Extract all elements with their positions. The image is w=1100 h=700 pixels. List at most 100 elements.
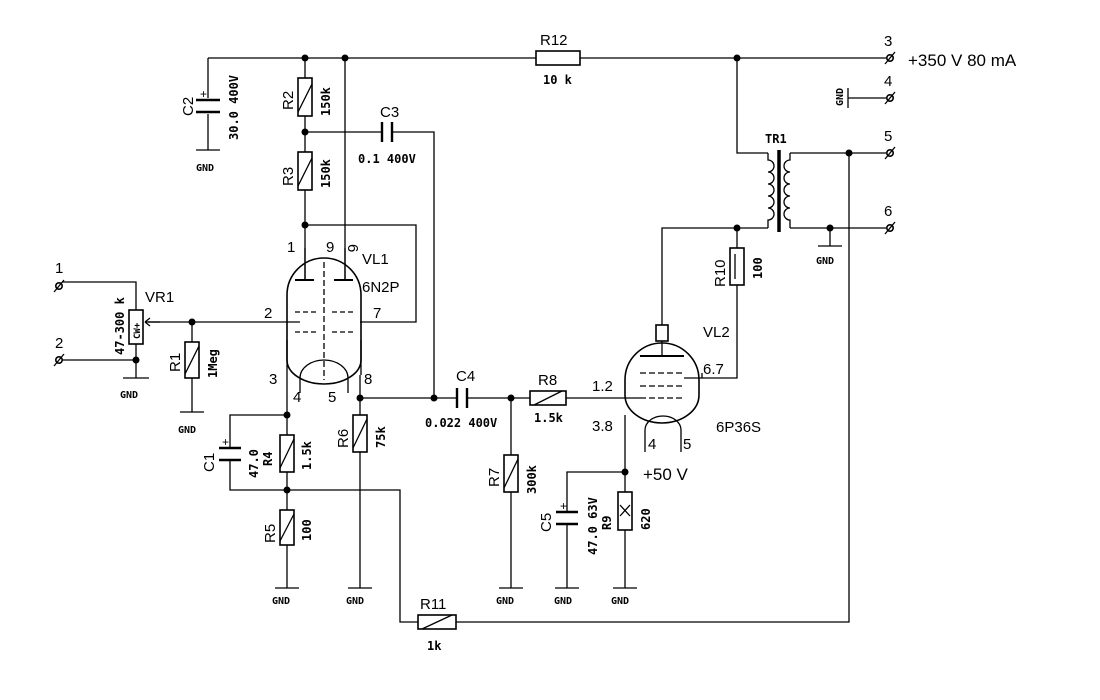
resistor-r10 <box>729 247 745 286</box>
capacitor-c1: + <box>219 435 241 462</box>
vl2-pin-3-8: 3.8 <box>592 418 613 435</box>
tube-vl2: 1.2 6.7 3.8 4 5 VL2 6P36S +50 V <box>592 324 761 484</box>
junctions <box>132 54 853 494</box>
gnd-label-terminal-4: GND <box>835 88 846 106</box>
vl1-pin-4: 4 <box>293 389 301 406</box>
vl2-pin-1-2: 1.2 <box>592 378 613 395</box>
resistors: R12 10 k R2 150k R3 150k CW+ VR1 47-300 … <box>113 32 765 653</box>
gnd-label-vr1: GND <box>120 390 138 401</box>
terminal-5-label: 5 <box>884 128 892 145</box>
r1-ref: R1 <box>167 353 184 372</box>
gnd-label-r1: GND <box>178 425 196 436</box>
c5-ref: C5 <box>538 513 555 532</box>
vl1-pin-3: 3 <box>269 371 277 388</box>
terminal-6-label: 6 <box>884 203 892 220</box>
gnd-label-c2: GND <box>196 163 214 174</box>
potentiometer-vr1 <box>128 309 144 345</box>
r11-ref: R11 <box>420 596 446 613</box>
r11-value: 1k <box>427 639 442 653</box>
r2-value: 150k <box>319 86 333 116</box>
svg-text:+: + <box>560 499 567 513</box>
terminal-3-label: 3 <box>884 33 892 50</box>
gnd-label-r5: GND <box>272 596 290 607</box>
transformer-tr1: TR1 <box>765 132 791 232</box>
vr1-ref: VR1 <box>145 289 174 306</box>
r10-ref: R10 <box>712 259 729 287</box>
c5-value: 47.0 63V <box>586 497 600 555</box>
vl2-pin-4: 4 <box>648 436 656 453</box>
gnd-label-r7: GND <box>496 596 514 607</box>
vr1-mark: CW+ <box>133 322 143 339</box>
terminal-3-symbol <box>884 51 896 65</box>
gnd-label-r9: GND <box>611 596 629 607</box>
r10-value: 100 <box>751 257 765 279</box>
supply-voltage-label: +350 V 80 mA <box>908 51 1017 70</box>
capacitor-c3 <box>380 122 394 142</box>
r7-value: 300k <box>525 464 539 494</box>
c3-value: 0.1 400V <box>358 152 416 166</box>
vl2-type: 6P36S <box>716 419 761 436</box>
capacitor-c2: + <box>196 87 220 114</box>
capacitor-c5: + <box>556 499 578 526</box>
vl2-pin-5: 5 <box>683 436 691 453</box>
gnd-label-c5: GND <box>554 596 572 607</box>
capacitors: + C2 30.0 400V C3 0.1 400V + C1 47.0 C4 … <box>180 75 600 555</box>
r8-value: 1.5k <box>534 411 564 425</box>
gnd-label-tr1: GND <box>816 256 834 267</box>
r12-ref: R12 <box>540 32 568 49</box>
c1-value: 47.0 <box>247 449 261 478</box>
r3-value: 150k <box>319 158 333 188</box>
r3-ref: R3 <box>280 167 297 186</box>
c4-value: 0.022 400V <box>425 416 497 430</box>
vl1-type: 6N2P <box>362 279 400 296</box>
cathode-voltage-label: +50 V <box>643 465 689 484</box>
vl2-ref: VL2 <box>703 324 730 341</box>
r2-ref: R2 <box>280 91 297 110</box>
r4-value: 1.5k <box>300 440 314 470</box>
c4-ref: C4 <box>456 368 475 385</box>
terminals: 1 2 3 4 5 6 +350 V 80 mA <box>53 33 1017 367</box>
terminal-6-symbol <box>884 221 896 235</box>
c2-ref: C2 <box>180 97 197 116</box>
terminal-1-label: 1 <box>55 260 63 277</box>
resistor-r12 <box>535 50 581 66</box>
gnd-label-r6: GND <box>346 596 364 607</box>
r6-ref: R6 <box>335 429 352 448</box>
vl1-pin-5: 5 <box>328 389 336 406</box>
svg-text:+: + <box>222 435 229 449</box>
wires <box>62 57 886 623</box>
c2-value: 30.0 400V <box>227 75 241 140</box>
terminal-5-symbol <box>884 146 896 160</box>
vl1-pin-9: 9 <box>326 239 334 256</box>
terminal-1-symbol <box>53 279 65 293</box>
tr1-ref: TR1 <box>765 132 787 146</box>
r9-ref: R9 <box>600 516 614 530</box>
vl1-pin-8: 8 <box>364 371 372 388</box>
vl1-ref: VL1 <box>362 251 389 268</box>
c1-ref: C1 <box>201 453 218 472</box>
svg-text:+: + <box>200 87 207 101</box>
vl1-pin-1: 1 <box>287 239 295 256</box>
ground-symbols: GND GND GND GND GND GND GND GND GND GND <box>120 88 849 607</box>
terminal-4-label: 4 <box>884 73 892 90</box>
terminal-2-symbol <box>53 353 65 367</box>
c3-ref: C3 <box>380 104 399 121</box>
r6-value: 75k <box>374 426 388 448</box>
r7-ref: R7 <box>486 468 503 487</box>
tube-vl1: 1 9 6 2 7 3 4 5 8 VL1 6N2P <box>264 239 400 406</box>
r1-value: 1Meg <box>206 349 220 378</box>
capacitor-c4 <box>455 388 469 408</box>
terminal-2-label: 2 <box>55 335 63 352</box>
r8-ref: R8 <box>538 372 557 389</box>
r5-ref: R5 <box>262 524 279 543</box>
vl1-pin-7: 7 <box>373 305 381 322</box>
vl1-pin-2: 2 <box>264 305 272 322</box>
vl2-pin-6-7: 6.7 <box>703 361 724 378</box>
terminal-4-symbol <box>884 91 896 105</box>
r4-ref: R4 <box>261 452 275 466</box>
r5-value: 100 <box>300 519 314 541</box>
r9-value: 620 <box>639 508 653 530</box>
r12-value: 10 k <box>543 73 573 87</box>
vr1-value: 47-300 k <box>113 296 127 355</box>
